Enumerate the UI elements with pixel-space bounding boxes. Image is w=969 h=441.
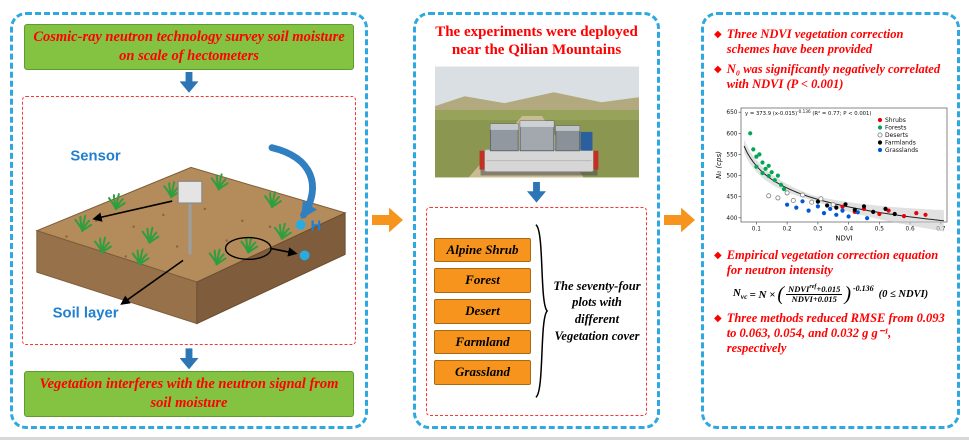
flow-arrow-icon — [664, 207, 695, 233]
svg-text:450: 450 — [726, 195, 737, 201]
result-text-1: Three NDVI vegetation correction schemes… — [726, 27, 904, 56]
svg-text:0.2: 0.2 — [783, 227, 793, 233]
conclusion-text: Vegetation interferes with the neutron s… — [39, 376, 339, 412]
bullet-diamond-icon: ◆ — [714, 64, 722, 75]
result-item: ◆ N₀ was significantly negatively correl… — [714, 62, 947, 92]
svg-text:550: 550 — [726, 152, 737, 158]
panel-experiments: The experiments were deployed near the Q… — [413, 12, 660, 429]
formula-exponent: -0.136 — [853, 284, 874, 293]
plots-caption: The seventy-four plots with different Ve… — [553, 278, 641, 344]
field-photo-svg — [434, 66, 639, 178]
svg-text:0.3: 0.3 — [813, 227, 823, 233]
veg-box-farmland: Farmland — [434, 329, 531, 355]
svg-text:400: 400 — [726, 216, 737, 222]
experiment-title: The experiments were deployed near the Q… — [435, 24, 638, 59]
intro-box: Cosmic-ray neutron technology survey soi… — [24, 24, 354, 70]
soil-layer-label: Soil layer — [53, 305, 119, 321]
formula-eq: = N × — [749, 288, 776, 301]
bullet-diamond-icon: ◆ — [714, 313, 722, 324]
sensor-label: Sensor — [70, 148, 120, 164]
bullet-diamond-icon: ◆ — [714, 29, 722, 40]
svg-text:0.1: 0.1 — [752, 227, 762, 233]
soil-illustration-box: Sensor H Soil layer — [22, 95, 356, 346]
svg-text:500: 500 — [726, 174, 737, 180]
down-arrow-icon — [179, 71, 199, 93]
sensor-icon — [177, 180, 203, 255]
svg-text:600: 600 — [726, 131, 737, 137]
svg-text:0.6: 0.6 — [905, 227, 915, 233]
bullet-diamond-icon: ◆ — [714, 250, 722, 261]
svg-text:Farmlands: Farmlands — [885, 140, 916, 147]
hydrogen-label: H — [311, 218, 322, 234]
veg-box-forest: Forest — [434, 268, 531, 294]
intro-text: Cosmic-ray neutron technology survey soi… — [33, 29, 345, 64]
veg-box-grassland: Grassland — [434, 360, 531, 385]
svg-text:NDVI: NDVI — [835, 235, 852, 243]
ndvi-chart: 0.10.20.30.40.50.60.7400450500550600650N… — [714, 96, 952, 244]
svg-text:Shrubs: Shrubs — [885, 117, 906, 124]
vegetation-type-list: Alpine Shrub Forest Desert Farmland Gras… — [434, 237, 531, 385]
conclusion-box: Vegetation interferes with the neutron s… — [24, 371, 354, 417]
result-text-3: Empirical vegetation correction equation… — [726, 248, 939, 277]
hydrogen-dot — [295, 219, 306, 230]
result-item: ◆ Three methods reduced RMSE from 0.093 … — [714, 311, 947, 356]
soil-block-illustration: Sensor H Soil layer — [35, 143, 347, 325]
svg-text:0.4: 0.4 — [844, 227, 854, 233]
soil-speckles — [65, 207, 272, 258]
vegetation-cover-box: Alpine Shrub Forest Desert Farmland Gras… — [426, 206, 647, 416]
soil-layer-arrow-icon — [120, 259, 184, 305]
formula-lhs: Nvc — [732, 287, 748, 302]
veg-box-desert: Desert — [434, 299, 531, 324]
svg-text:0.5: 0.5 — [875, 227, 885, 233]
formula-rparen: ) — [844, 283, 851, 305]
page-edge-line — [0, 437, 969, 440]
correction-equation: Nvc = N × ( NDVIref+0.015 NDVI+0.015 ) -… — [714, 283, 947, 306]
down-arrow-icon — [527, 181, 546, 203]
svg-text:N₀ (cps): N₀ (cps) — [715, 151, 723, 179]
formula-condition: (0 ≤ NDVI) — [878, 289, 929, 300]
svg-text:Deserts: Deserts — [885, 132, 908, 139]
flow-arrow-icon — [372, 207, 403, 233]
svg-text:650: 650 — [726, 110, 737, 116]
blue-case — [580, 131, 592, 151]
formula-lparen: ( — [777, 283, 785, 305]
sensor-arrow-icon — [92, 199, 173, 222]
panel-results: ◆ Three NDVI vegetation correction schem… — [701, 12, 960, 429]
mountains — [434, 91, 639, 114]
svg-text:y = 373.9 (x-0.015)-0.136 (R²: y = 373.9 (x-0.015)-0.136 (R² = 0.77; P … — [745, 109, 872, 117]
down-arrow-icon — [179, 348, 199, 370]
result-text-4: Three methods reduced RMSE from 0.093 to… — [726, 311, 945, 355]
neutron-swoosh-icon — [268, 143, 317, 219]
result-item: ◆ Empirical vegetation correction equati… — [714, 248, 947, 278]
veg-box-alpine-shrub: Alpine Shrub — [434, 237, 531, 263]
panel-method: Cosmic-ray neutron technology survey soi… — [10, 12, 368, 429]
field-photo — [434, 66, 639, 178]
result-item: ◆ Three NDVI vegetation correction schem… — [714, 27, 947, 57]
brace-icon — [535, 224, 549, 399]
hydrogen-arrow-icon — [270, 246, 298, 257]
result-text-2: N₀ was significantly negatively correlat… — [726, 62, 941, 91]
svg-text:Grasslands: Grasslands — [885, 147, 918, 154]
truck-with-instruments — [479, 120, 598, 176]
svg-text:Forests: Forests — [885, 125, 907, 132]
formula-fraction: NDVIref+0.015 NDVI+0.015 — [786, 283, 843, 305]
hydrogen-dot — [299, 250, 310, 261]
